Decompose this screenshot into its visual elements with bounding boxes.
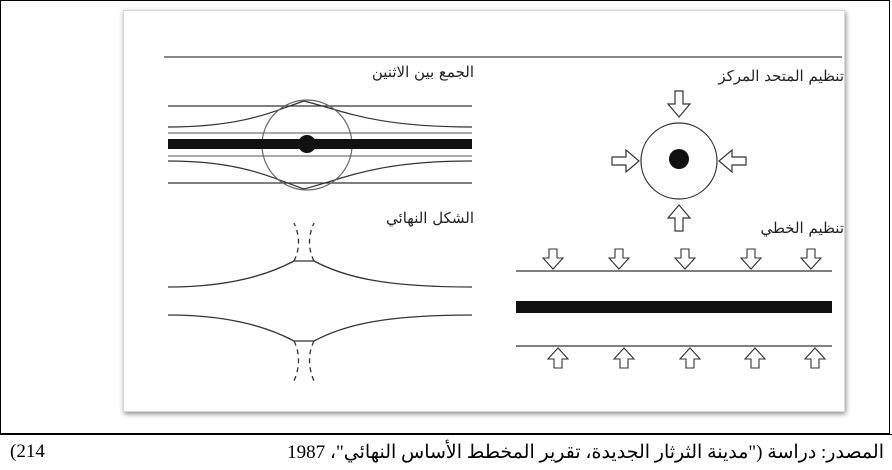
combined-main-road — [168, 139, 472, 149]
central-arrow-top — [666, 90, 692, 118]
linear-arrows-top — [541, 248, 823, 270]
combined-center-dot — [298, 135, 316, 153]
label-final: الشكل النهائي — [386, 209, 474, 227]
diagram-graphics — [164, 56, 842, 382]
central-dot — [669, 149, 689, 169]
final-panel — [167, 222, 473, 382]
footer-divider — [0, 434, 892, 435]
central-panel — [611, 90, 747, 232]
final-dash-bottom-right — [308, 340, 315, 382]
final-curve-bottom — [167, 314, 473, 342]
linear-panel — [516, 270, 832, 347]
central-arrow-bottom — [666, 204, 692, 232]
final-dash-top-right — [308, 222, 315, 262]
central-arrow-left — [611, 148, 640, 174]
planning-diagram: الجمع بين الاثنين تنظيم المتحد المركز ال… — [123, 10, 845, 412]
page-number: (214 — [10, 441, 45, 462]
final-dash-bottom-left — [293, 340, 300, 382]
label-linear: تنظيم الخطي — [760, 219, 844, 237]
linear-main-road — [516, 301, 832, 313]
central-arrow-right — [718, 148, 747, 174]
combined-curve-top — [167, 100, 473, 128]
combined-panel — [167, 99, 473, 191]
linear-arrows-bottom — [546, 347, 827, 369]
label-central: تنظيم المتحد المركز — [718, 67, 844, 85]
label-combined: الجمع بين الاثنين — [371, 63, 474, 81]
combined-curve-bottom — [167, 160, 473, 190]
page-frame — [0, 0, 890, 434]
final-curve-top — [167, 260, 473, 288]
source-caption: المصدر: دراسة ("مدينة الثرثار الجديدة، ت… — [287, 442, 884, 463]
final-dash-top-left — [293, 222, 300, 262]
